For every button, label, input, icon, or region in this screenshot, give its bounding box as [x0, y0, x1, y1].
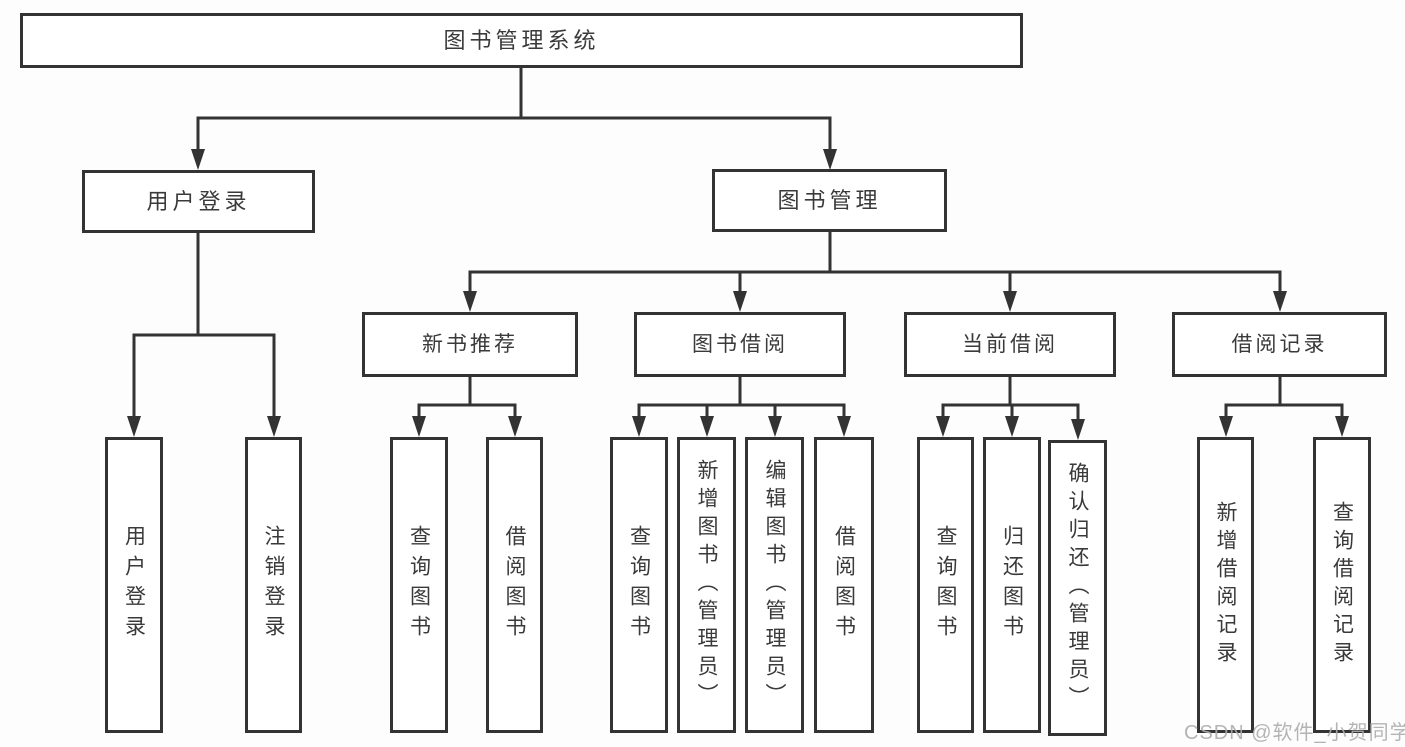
connector-book-mgmt-to-level3	[463, 232, 1287, 312]
leaf-confirm-return-admin: 确认归还（管理员）	[1048, 440, 1107, 736]
leaf-borrow-books-1: 借阅图书	[486, 437, 543, 733]
leaf-logout: 注销登录	[245, 437, 302, 733]
connector-new-books-to-leaves	[412, 377, 522, 437]
leaf-user-login: 用户登录	[105, 437, 163, 733]
leaf-edit-books-admin: 编辑图书（管理员）	[745, 437, 804, 733]
leaf-borrow-books-2: 借阅图书	[814, 437, 874, 733]
connector-user-login-to-leaves	[127, 233, 281, 437]
node-borrow-records: 借阅记录	[1172, 312, 1387, 377]
leaf-add-books-admin: 新增图书（管理员）	[677, 437, 736, 733]
node-new-books: 新书推荐	[362, 312, 578, 377]
node-book-mgmt: 图书管理	[712, 169, 947, 232]
leaf-query-books-3: 查询图书	[917, 437, 974, 733]
connector-book-borrow-to-leaves	[632, 377, 851, 437]
watermark: CSDN @软件_小贺同学	[1184, 722, 1405, 744]
leaf-add-borrow-record: 新增借阅记录	[1197, 437, 1254, 733]
leaf-query-books-1: 查询图书	[390, 437, 448, 733]
leaf-return-books: 归还图书	[983, 437, 1041, 733]
node-book-borrow: 图书借阅	[634, 312, 846, 377]
connector-current-borrow-to-leaves	[936, 377, 1085, 440]
node-current-borrow: 当前借阅	[904, 312, 1116, 377]
leaf-query-books-2: 查询图书	[610, 437, 668, 733]
connector-borrow-records-to-leaves	[1219, 377, 1349, 437]
leaf-query-borrow-record: 查询借阅记录	[1313, 437, 1371, 733]
node-user-login: 用户登录	[82, 170, 315, 233]
connector-root-to-level2	[191, 68, 837, 170]
node-root-library-system: 图书管理系统	[20, 13, 1023, 68]
